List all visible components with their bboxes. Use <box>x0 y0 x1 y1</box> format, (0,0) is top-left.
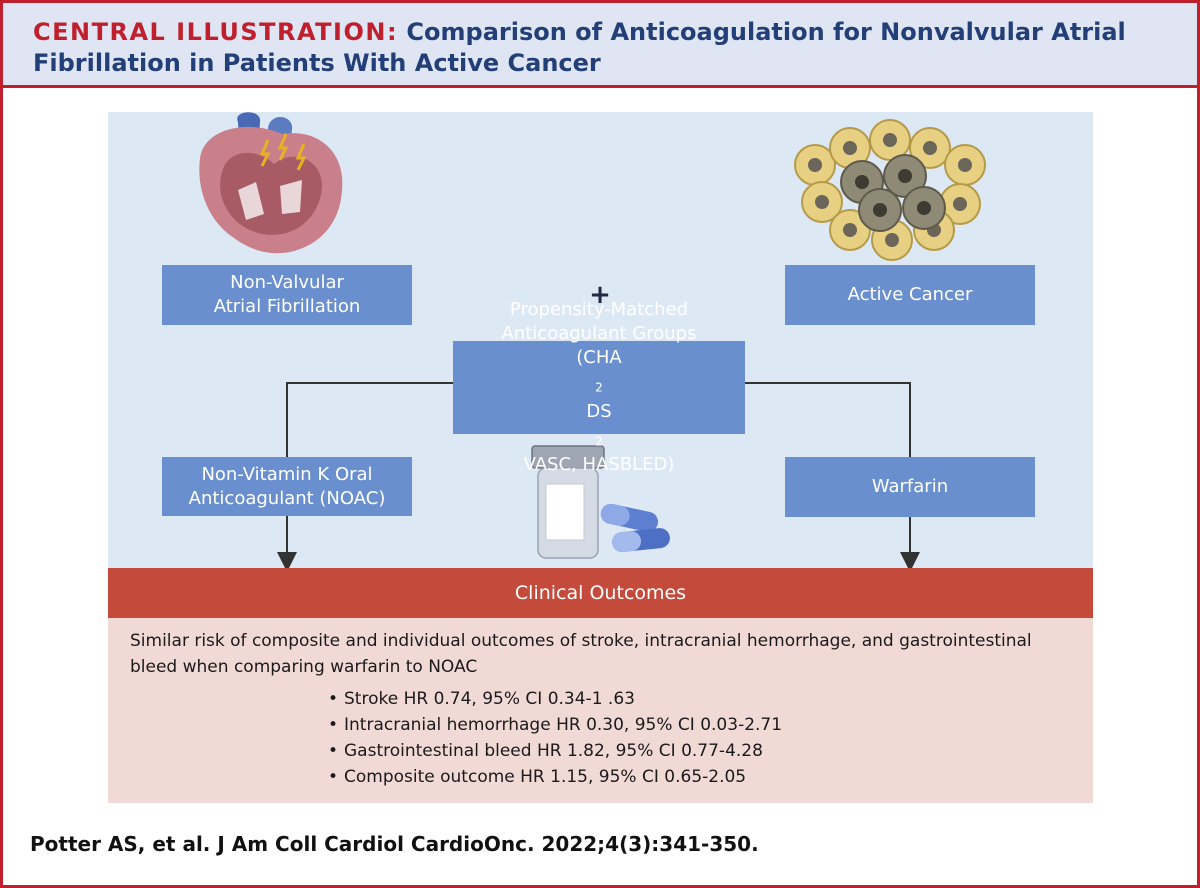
pill-bottle-illustration <box>531 445 670 559</box>
matched-groups-box: Propensity-Matched Anticoagulant Groups … <box>453 299 745 475</box>
matched-mid: DS <box>586 400 612 422</box>
warfarin-box: Warfarin <box>785 457 1035 517</box>
plus-sign: + <box>589 280 611 310</box>
list-item: Composite outcome HR 1.15, 95% CI 0.65-2… <box>326 764 782 790</box>
matched-close: VASC, HASBLED) <box>523 454 675 476</box>
matched-line-1: Propensity-Matched <box>509 298 689 320</box>
list-item: Stroke HR 0.74, 95% CI 0.34-1 .63 <box>326 686 782 712</box>
cancer-cells-illustration <box>794 119 986 261</box>
cancer-box: Active Cancer <box>785 265 1035 325</box>
page-title: CENTRAL ILLUSTRATION: Comparison of Anti… <box>33 17 1183 79</box>
outcomes-list: Stroke HR 0.74, 95% CI 0.34-1 .63 Intrac… <box>326 686 782 790</box>
title-text: Comparison of Anticoagulation for Nonval… <box>33 18 1126 77</box>
noac-box-line-1: Non-Vitamin K Oral <box>201 463 373 485</box>
afib-box-line-2: Atrial Fibrillation <box>213 296 361 317</box>
cancer-box-label: Active Cancer <box>847 284 973 305</box>
warfarin-box-label: Warfarin <box>871 476 949 497</box>
outcomes-summary: Similar risk of composite and individual… <box>130 631 1032 677</box>
clinical-outcomes-label: Clinical Outcomes <box>514 582 687 604</box>
connector-lines <box>277 382 920 572</box>
matched-sub-2: 2 <box>595 434 603 449</box>
afib-box-line-1: Non-Valvular <box>230 272 344 293</box>
header: CENTRAL ILLUSTRATION: Comparison of Anti… <box>3 3 1197 88</box>
afib-box-text: Non-Valvular Atrial Fibrillation <box>162 265 412 325</box>
noac-box-line-2: Anticoagulant (NOAC) <box>188 487 386 509</box>
matched-sub-1: 2 <box>595 380 603 395</box>
matched-open: (CHA <box>576 346 622 368</box>
list-item: Intracranial hemorrhage HR 0.30, 95% CI … <box>326 712 782 738</box>
heart-illustration <box>199 112 343 254</box>
noac-box: Non-Vitamin K Oral Anticoagulant (NOAC) <box>162 457 412 516</box>
list-item: Gastrointestinal bleed HR 1.82, 95% CI 0… <box>326 738 782 764</box>
outcomes-body: Similar risk of composite and individual… <box>108 618 1093 803</box>
title-prefix: CENTRAL ILLUSTRATION: <box>33 18 399 46</box>
citation: Potter AS, et al. J Am Coll Cardiol Card… <box>30 832 759 856</box>
clinical-outcomes-bar: Clinical Outcomes <box>108 568 1093 618</box>
matched-line-2: Anticoagulant Groups <box>501 322 697 344</box>
